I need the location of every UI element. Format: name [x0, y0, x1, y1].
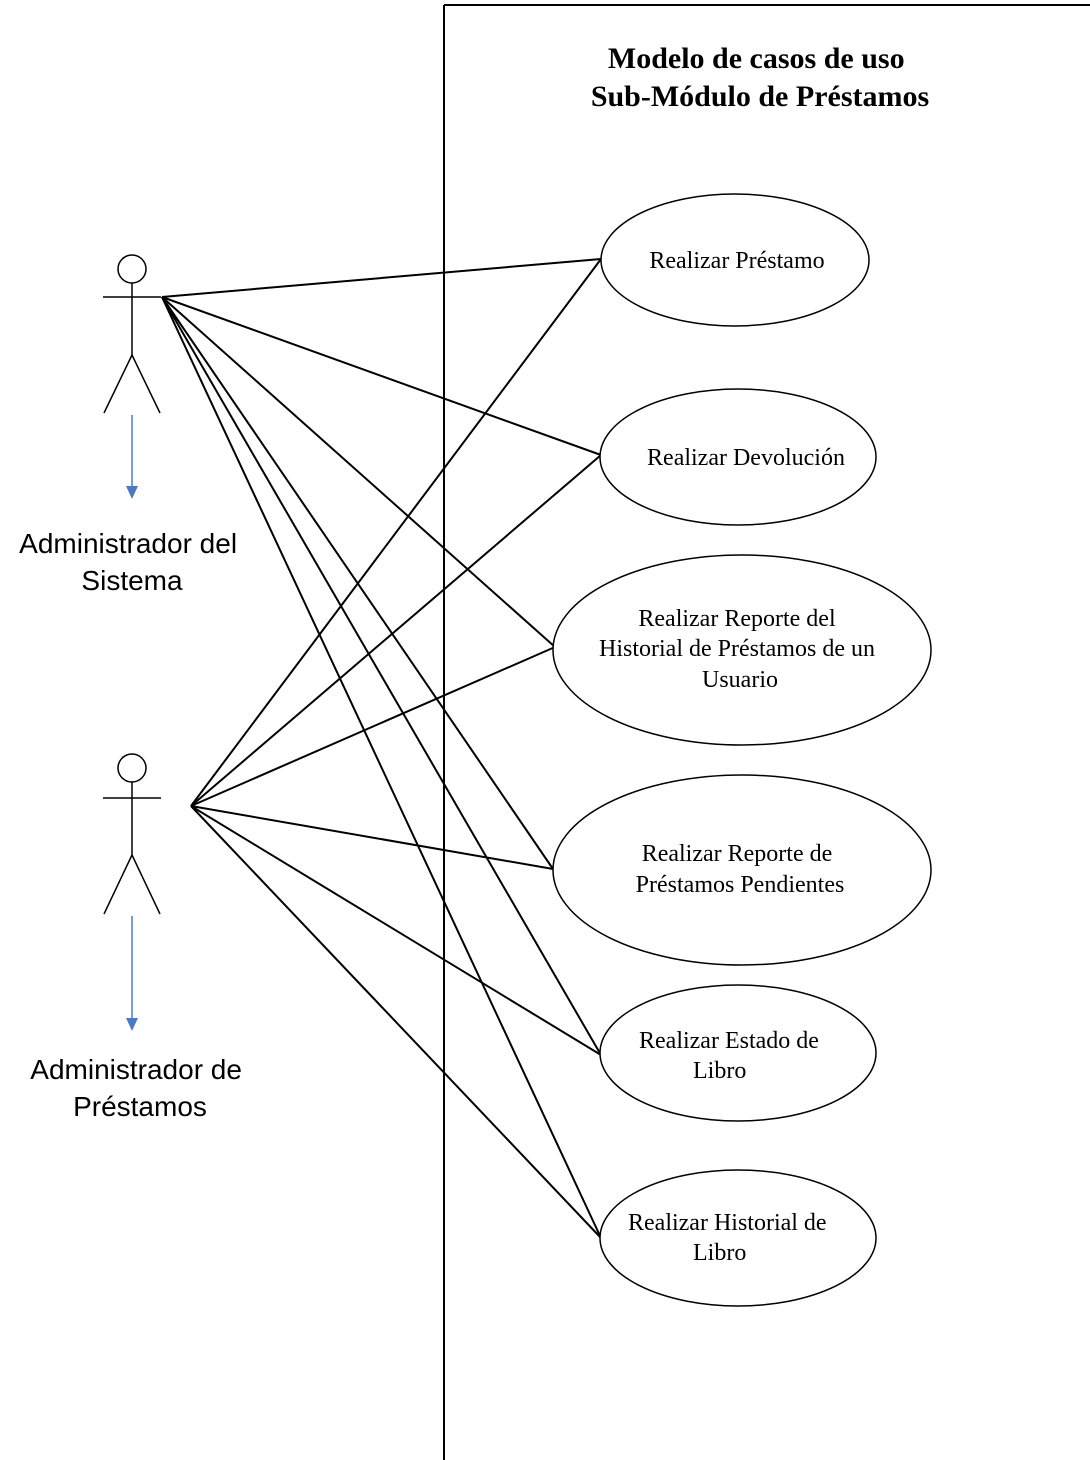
association-admin-prestamos-to-uc-reporte-historial-usuario [190, 646, 556, 807]
use-case-reporte-prestamos-pendientes[interactable]: Realizar Reporte de Préstamos Pendientes [552, 774, 932, 966]
association-admin-prestamos-to-uc-realizar-devolucion [190, 454, 602, 807]
association-admin-prestamos-to-uc-realizar-prestamo [190, 258, 602, 807]
use-case-label: Realizar Historial de Libro [628, 1210, 833, 1266]
use-case-label: Realizar Devolución [647, 445, 845, 471]
association-admin-prestamos-to-uc-estado-libro [190, 805, 602, 1056]
use-case-estado-libro[interactable]: Realizar Estado de Libro [599, 984, 877, 1122]
actor-label: Administrador de Préstamos [30, 1054, 249, 1122]
actor-administrador-prestamos[interactable]: Administrador de Préstamos [30, 753, 249, 1122]
use-case-label: Realizar Estado de Libro [639, 1028, 825, 1084]
use-case-realizar-devolucion[interactable]: Realizar Devolución [599, 388, 877, 526]
actor-administrador-sistema[interactable]: Administrador del Sistema [19, 254, 245, 596]
use-case-label: Realizar Reporte de Préstamos Pendientes [636, 841, 845, 898]
diagram-title-line-2: Sub-Módulo de Préstamos [591, 80, 929, 113]
use-case-historial-libro[interactable]: Realizar Historial de Libro [599, 1169, 877, 1307]
use-case-reporte-historial-usuario[interactable]: Realizar Reporte del Historial de Présta… [552, 554, 932, 746]
association-admin-sistema-to-uc-historial-libro [161, 296, 602, 1239]
association-lines [161, 258, 602, 1239]
arrow-down-icon [126, 916, 138, 1031]
association-admin-sistema-to-uc-realizar-devolucion [161, 296, 602, 456]
association-admin-prestamos-to-uc-historial-libro [190, 805, 602, 1239]
actor-label: Administrador del Sistema [19, 528, 245, 596]
arrow-down-icon [126, 415, 138, 499]
association-admin-sistema-to-uc-estado-libro [161, 296, 602, 1056]
stick-figure-icon [103, 254, 161, 414]
use-case-realizar-prestamo[interactable]: Realizar Préstamo [600, 193, 870, 327]
use-case-label: Realizar Préstamo [649, 248, 824, 274]
stick-figure-icon [103, 753, 161, 915]
diagram-title-line-1: Modelo de casos de uso [608, 42, 905, 75]
system-boundary [443, 4, 1090, 1460]
use-case-label: Realizar Reporte del Historial de Présta… [599, 606, 881, 693]
association-admin-sistema-to-uc-realizar-prestamo [161, 258, 602, 298]
diagram-title: Modelo de casos de uso Sub-Módulo de Pré… [591, 42, 929, 113]
association-admin-prestamos-to-uc-reporte-prestamos-pendientes [190, 805, 554, 870]
association-admin-sistema-to-uc-reporte-historial-usuario [161, 296, 556, 648]
